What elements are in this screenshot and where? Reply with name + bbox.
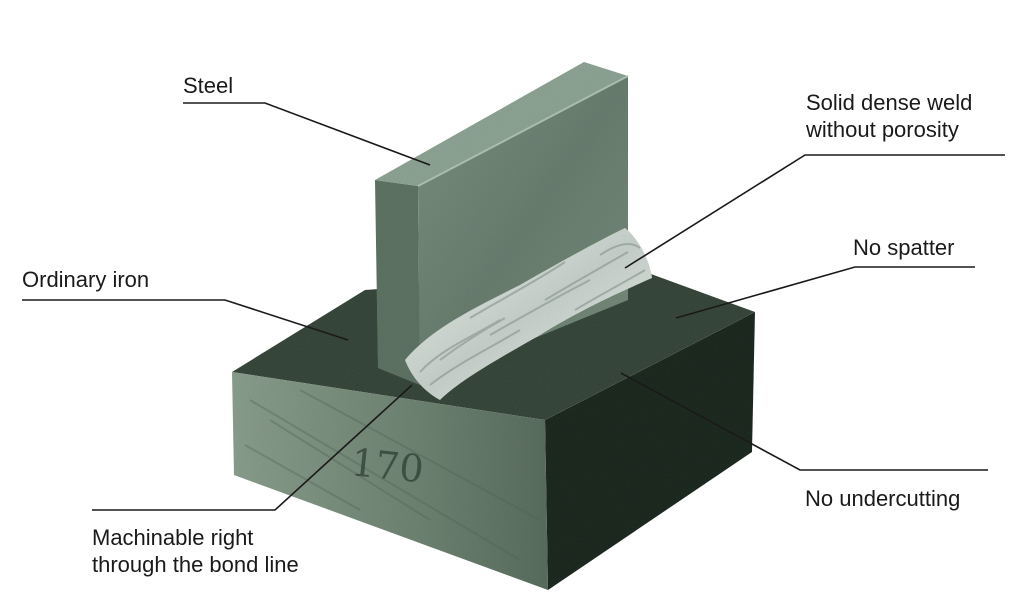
- leader-solid-weld: [624, 154, 1005, 269]
- steel-plate-top: [375, 62, 628, 186]
- specimen-stamp: 170: [349, 440, 426, 491]
- label-no-spatter: No spatter: [853, 235, 955, 260]
- label-machinable: Machinable right through the bond line: [92, 524, 299, 578]
- label-solid-dense-weld-line1: Solid dense weld: [806, 90, 973, 115]
- leader-ordinary-iron: [22, 299, 349, 341]
- leader-no-undercutting: [620, 372, 988, 471]
- label-ordinary-iron: Ordinary iron: [22, 267, 150, 292]
- steel-plate-side: [375, 180, 420, 385]
- label-machinable-line2: through the bond line: [92, 552, 299, 577]
- leader-machinable: [92, 384, 413, 511]
- label-solid-dense-weld: Solid dense weld without porosity: [806, 89, 972, 143]
- label-solid-dense-weld-line2: without porosity: [806, 117, 959, 142]
- label-machinable-line1: Machinable right: [92, 525, 254, 550]
- leader-no-spatter: [675, 266, 975, 319]
- weld-bead: [405, 228, 652, 400]
- label-steel: Steel: [183, 73, 234, 98]
- iron-block-front: [232, 372, 548, 590]
- label-no-undercutting: No undercutting: [805, 486, 961, 511]
- iron-block-side: [545, 312, 755, 590]
- leader-steel: [183, 102, 431, 166]
- leader-lines: [22, 102, 1005, 511]
